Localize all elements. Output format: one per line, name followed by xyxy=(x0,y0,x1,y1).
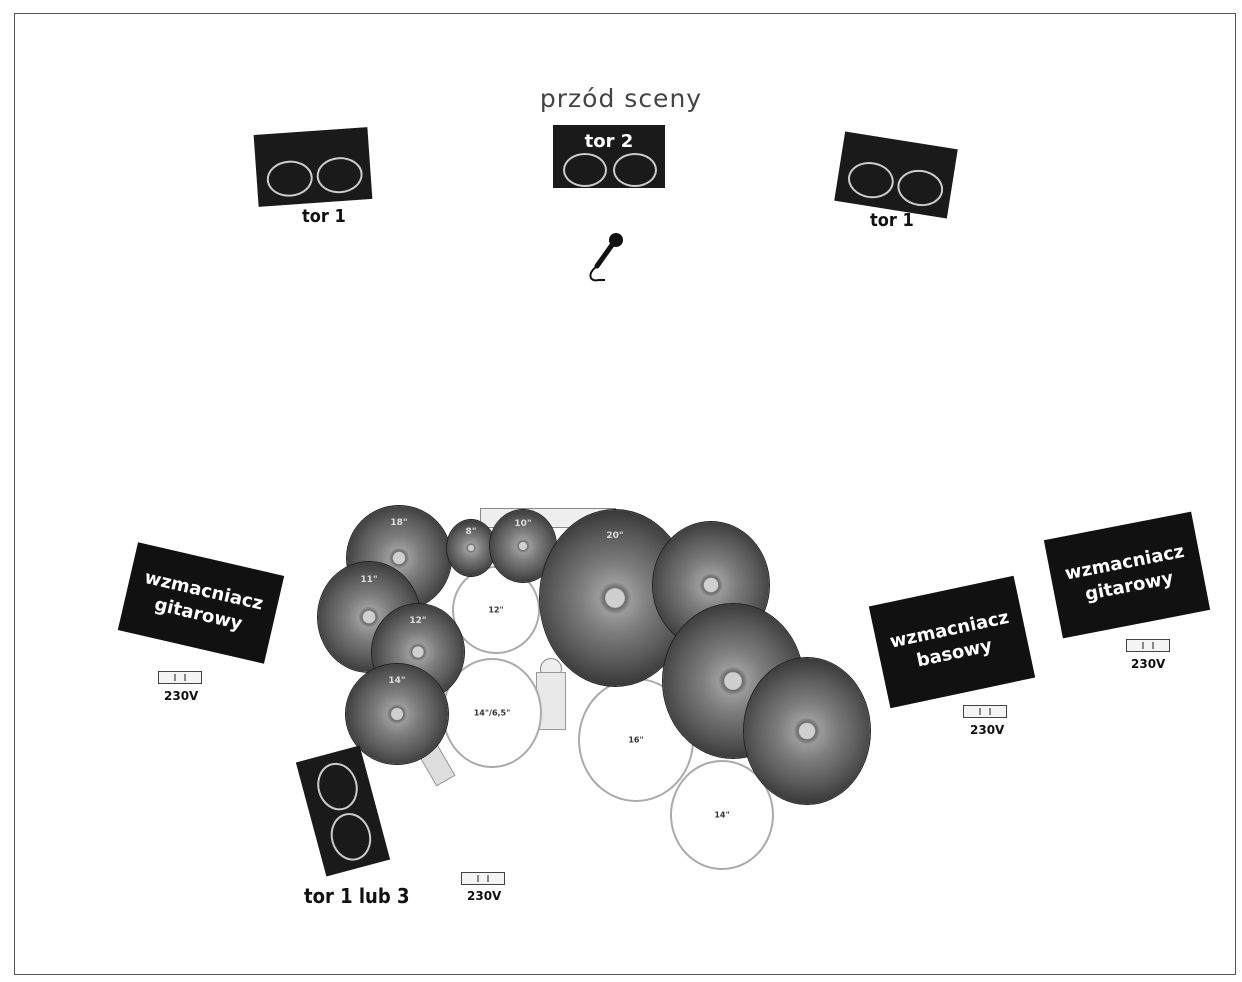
power-outlet-icon xyxy=(461,872,505,885)
drum-snare: 14"/6,5" xyxy=(442,658,542,768)
power-outlet-icon xyxy=(158,671,202,684)
power-bass-label: 230V xyxy=(970,723,1005,737)
stage-front-title: przód sceny xyxy=(539,84,703,113)
cymbal-8: 8" xyxy=(447,520,495,576)
power-outlet-icon xyxy=(963,705,1007,718)
monitor-left-label: tor 1 xyxy=(302,206,346,227)
power-bottom-label: 230V xyxy=(467,889,502,903)
stage-frame xyxy=(14,13,1236,975)
monitor-drummer-label: tor 1 lub 3 xyxy=(304,884,410,908)
monitor-center: tor 2 xyxy=(553,125,665,188)
microphone-icon xyxy=(589,233,623,282)
power-right-label: 230V xyxy=(1131,657,1166,671)
cymbal-right-3 xyxy=(744,658,870,804)
monitor-left xyxy=(253,127,373,207)
monitor-center-label: tor 2 xyxy=(584,131,634,152)
monitor-right-label: tor 1 xyxy=(870,210,914,231)
power-left-label: 230V xyxy=(164,689,199,703)
power-outlet-icon xyxy=(1126,639,1170,652)
drum-floor-tom-14: 14" xyxy=(670,760,774,870)
cymbal-14: 14" xyxy=(346,664,448,764)
